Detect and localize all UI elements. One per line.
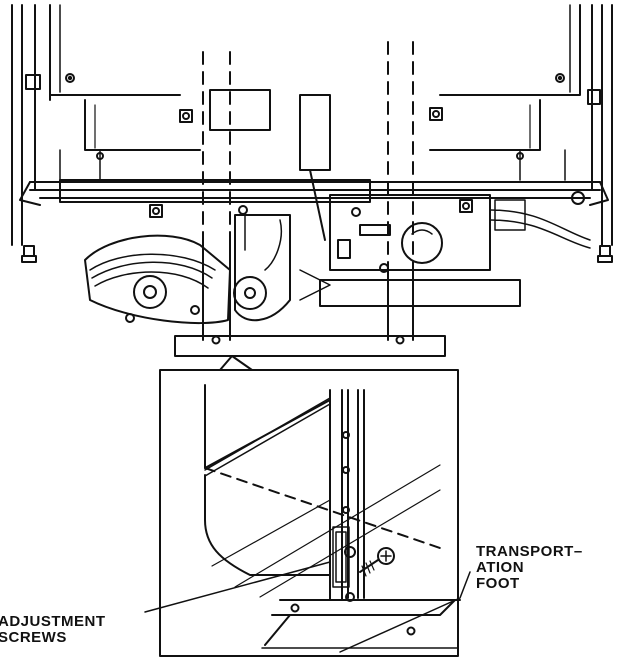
adjustment-screws-label-line2: SCREWS: [0, 629, 67, 646]
detail-view: [159, 369, 461, 657]
drive-mechanism: [84, 194, 521, 325]
transportation-foot-label-line2: ATION: [476, 559, 525, 576]
transportation-foot-label-line1: TRANSPORT–: [476, 543, 583, 560]
adjustment-screws-label-line1: ADJUSTMENT: [0, 613, 106, 630]
adjustment-screws-label: ADJUSTMENT SCREWS: [0, 614, 106, 646]
machine-frame: [11, 4, 613, 263]
transportation-foot-label: TRANSPORT– ATION FOOT: [476, 544, 583, 592]
base-bar: [174, 335, 446, 357]
transportation-foot-label-line3: FOOT: [476, 575, 520, 592]
leader-lines: [144, 561, 471, 653]
callout-pointer: [219, 355, 253, 371]
